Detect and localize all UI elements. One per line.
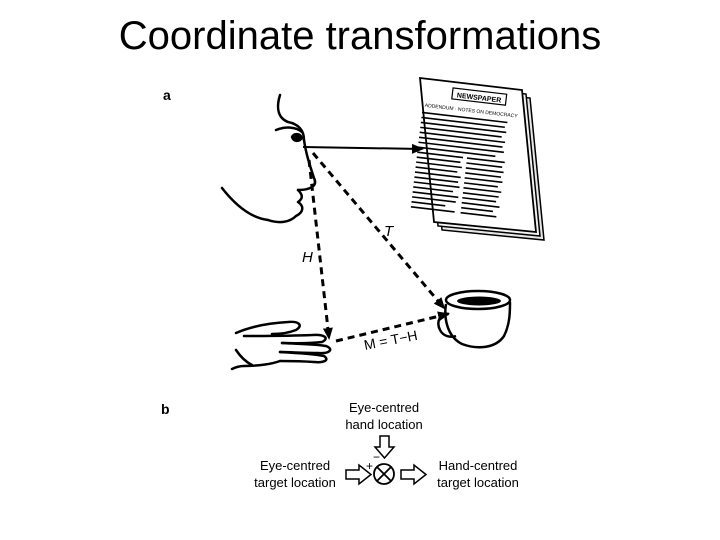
slide-title: Coordinate transformations [118,14,602,58]
panel-a-label: a [163,87,171,103]
face-icon [220,93,317,224]
panel-b-label: b [161,401,170,417]
hand-icon [230,320,332,371]
minus-sign: − [373,450,380,464]
target-input-label-line1: Eye-centred [260,458,330,473]
target-input-label-line2: target location [254,475,336,490]
hand-input-arrow [373,435,396,460]
plus-sign: + [366,459,373,473]
output-arrow [400,463,428,486]
vector-h-arrow [307,159,333,340]
coffee-cup-icon [437,289,512,349]
gaze-arrow [302,143,424,154]
vector-m-label: M = T−H [363,327,419,353]
newspaper-text-lines [410,111,508,218]
vector-t-label: T [384,223,395,240]
comparator-icon [373,463,395,485]
hand-input-label-line1: Eye-centred [349,400,419,415]
vector-t-arrow [311,152,446,310]
hand-input-label-line2: hand location [345,417,422,432]
target-input-arrow [345,463,373,486]
output-label-line2: target location [437,475,519,490]
vector-m-arrow [335,311,450,343]
newspaper-icon: NEWSPAPER ADDENDUM · NOTES ON DEMOCRACY [410,76,545,241]
output-label-line1: Hand-centred [439,458,518,473]
vector-h-label: H [302,249,313,266]
